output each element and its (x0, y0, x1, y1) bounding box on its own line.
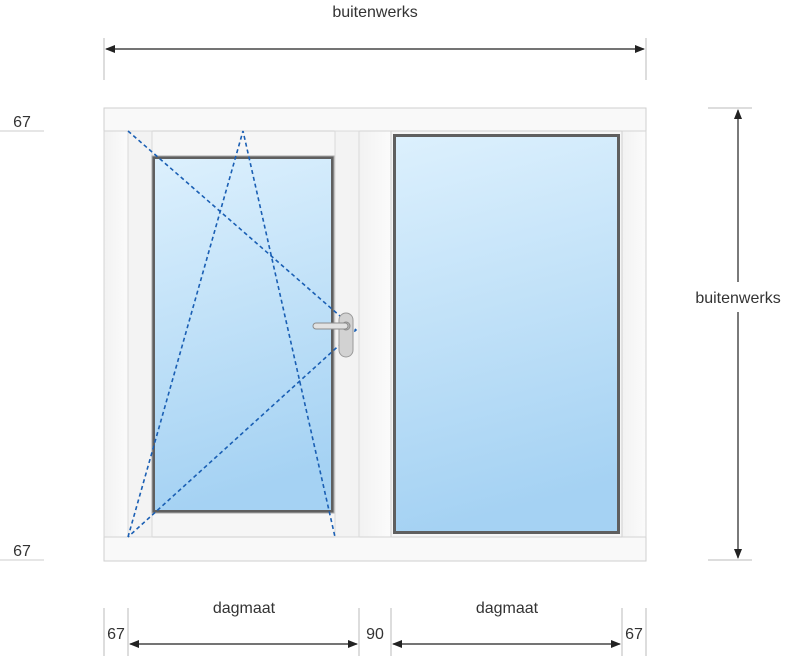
right-opening-label: dagmaat (476, 600, 539, 617)
handle-base (338, 312, 354, 358)
turn-indicator (127, 130, 358, 538)
frame-bottom-label: 67 (13, 543, 31, 560)
tilt-indicator (127, 130, 336, 538)
overall-width-label: buitenwerks (332, 4, 417, 21)
handle-lever (312, 322, 349, 330)
left-glass-pane (155, 159, 331, 510)
frame-left-jamb (103, 130, 129, 538)
left-opening-label: dagmaat (213, 600, 276, 617)
left-sash-inner-stile-left (127, 130, 153, 538)
frame-bottom-rail (103, 536, 647, 562)
window-handle[interactable] (312, 312, 354, 358)
overall-height-label: buitenwerks (695, 290, 780, 307)
left-frame-width-label: 67 (107, 626, 125, 643)
mullion-width-label: 90 (366, 626, 384, 643)
right-glass-pane (396, 137, 617, 531)
frame-top-rail (103, 107, 647, 132)
opening-indicator-lines (127, 130, 358, 538)
right-frame-width-label: 67 (625, 626, 643, 643)
frame-right-jamb (621, 130, 647, 538)
frame-top-label: 67 (13, 114, 31, 131)
frame-mullion (358, 130, 392, 538)
left-glass-bevel (151, 155, 335, 514)
